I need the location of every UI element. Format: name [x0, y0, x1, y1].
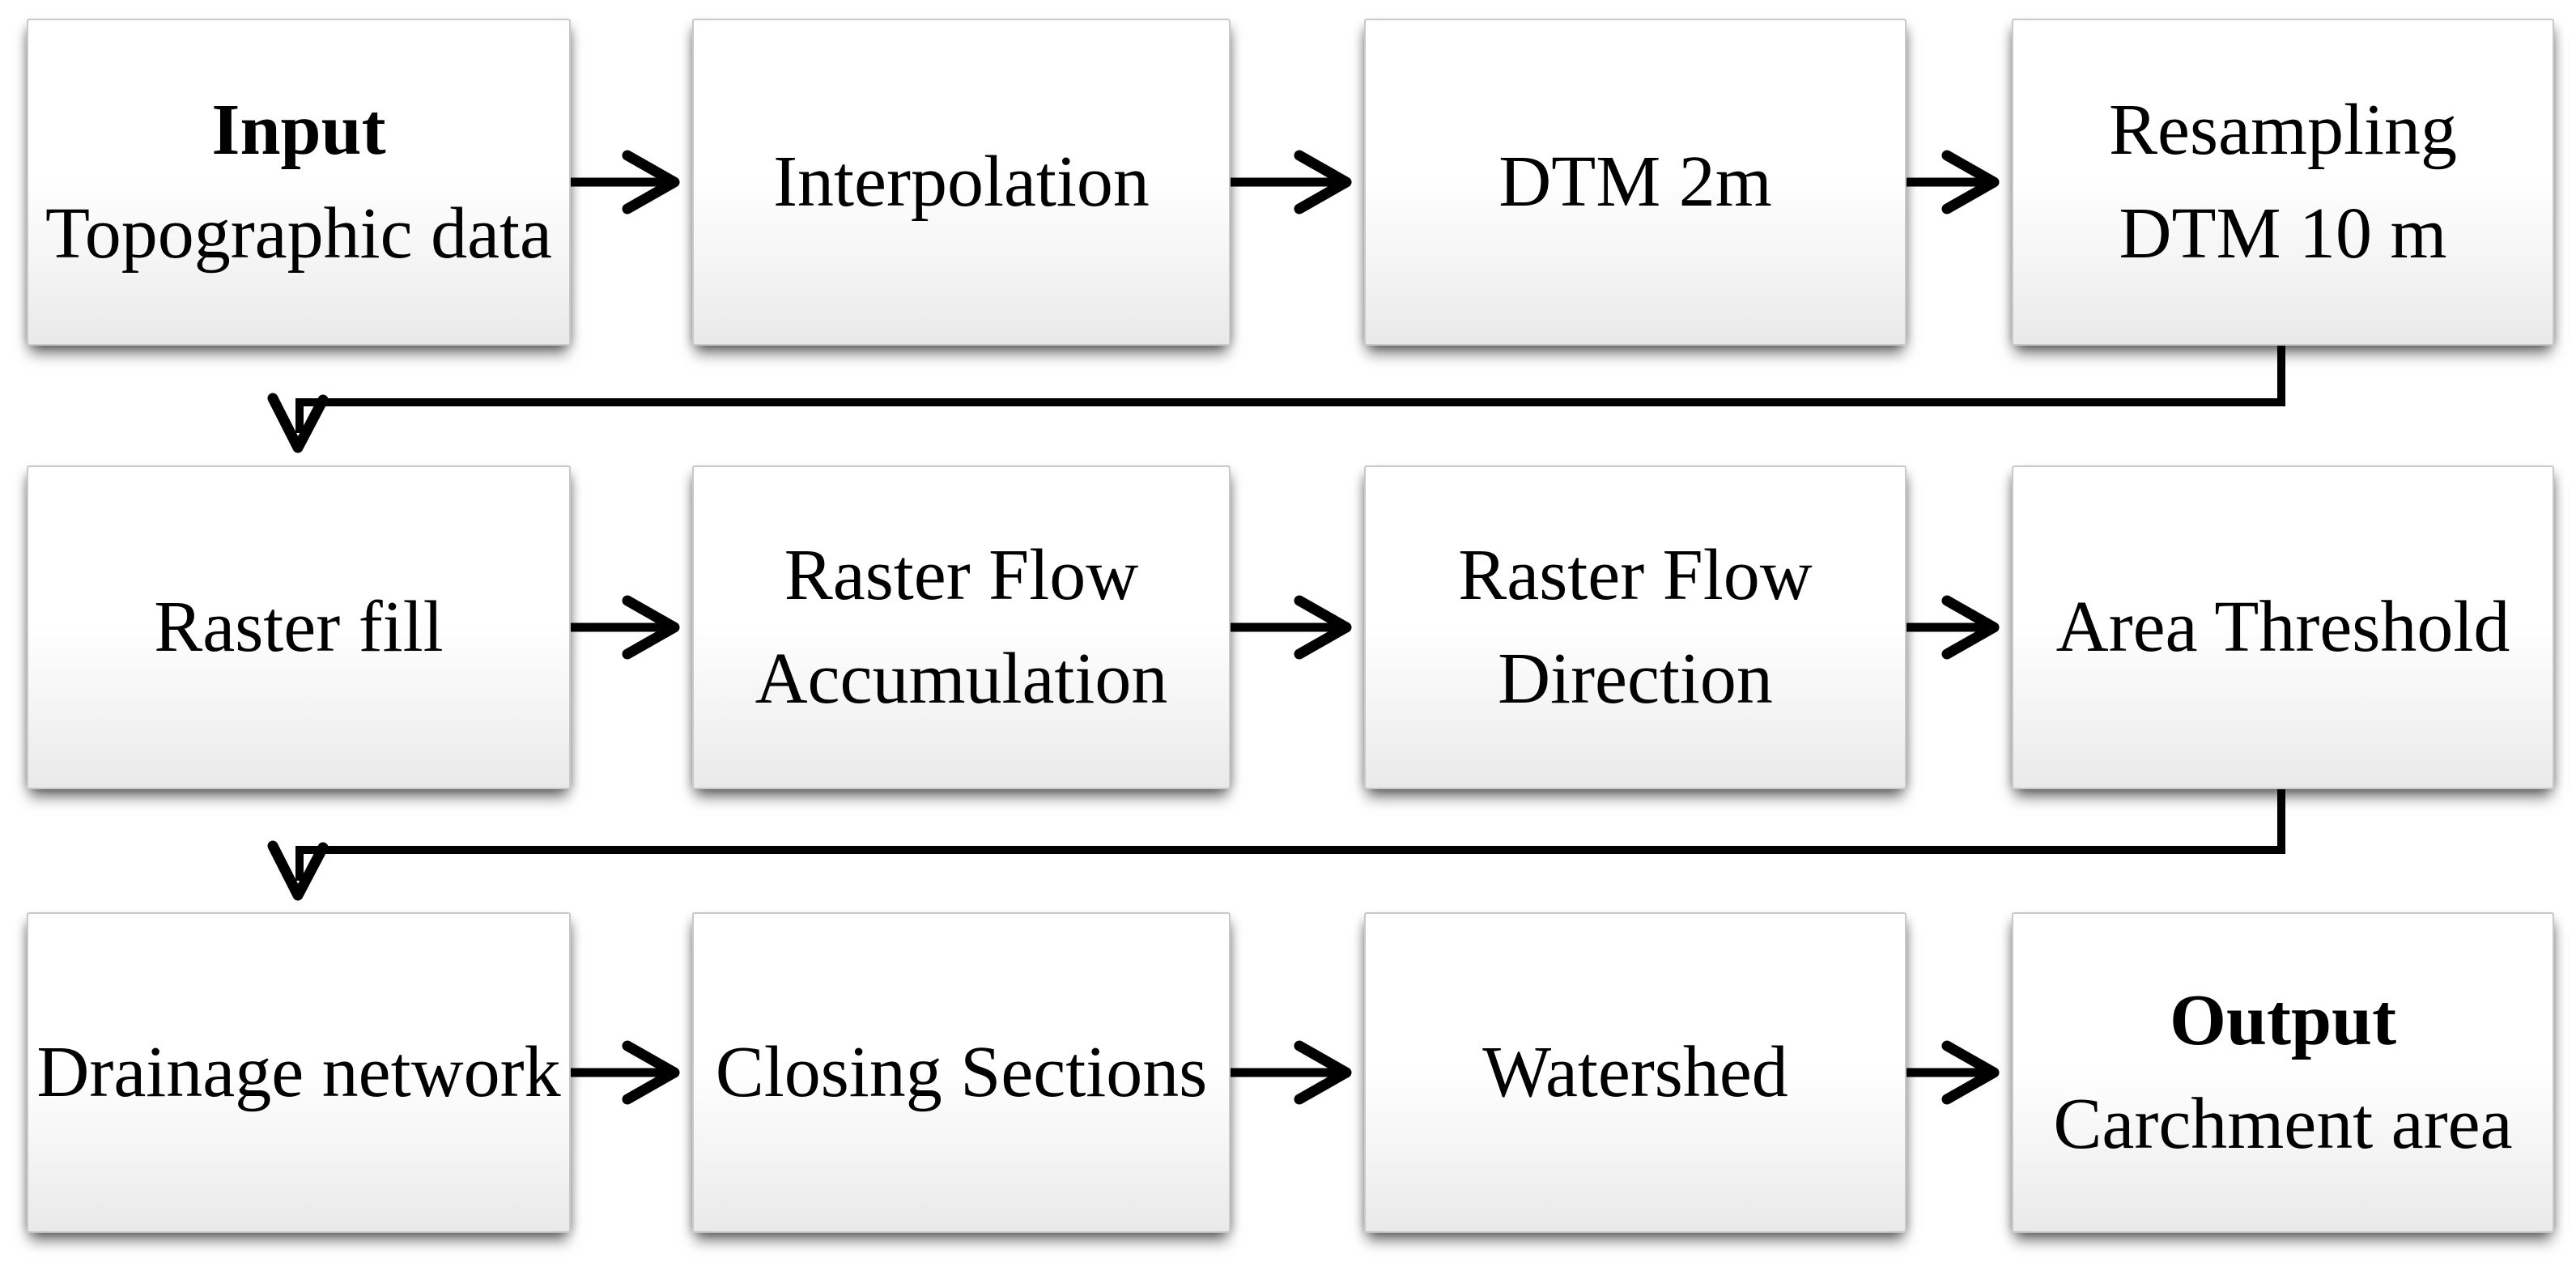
- node-dtm-2m: DTM 2m: [1364, 19, 1906, 346]
- node-output: Output Carchment area: [2012, 912, 2554, 1233]
- node-output-title: Output: [2169, 980, 2397, 1061]
- node-dtm-2m-label: DTM 2m: [1498, 142, 1772, 223]
- node-resampling-line2: DTM 10 m: [2119, 193, 2447, 274]
- node-area-threshold-label: Area Threshold: [2055, 587, 2510, 668]
- node-interpolation-label: Interpolation: [773, 142, 1150, 223]
- node-closing-sections-label: Closing Sections: [715, 1032, 1208, 1113]
- connector-area-threshold-to-drainage-network: [267, 789, 2285, 901]
- node-closing-sections: Closing Sections: [692, 912, 1231, 1233]
- node-area-threshold: Area Threshold: [2012, 465, 2554, 789]
- arrow-flow-direction-to-area-threshold: [1903, 595, 2000, 660]
- node-watershed-label: Watershed: [1482, 1032, 1788, 1113]
- node-interpolation: Interpolation: [692, 19, 1231, 346]
- arrow-raster-fill-to-flow-accumulation: [567, 595, 680, 660]
- node-raster-flow-direction-line2: Direction: [1498, 639, 1773, 719]
- arrow-dtm2m-to-resampling: [1903, 150, 2000, 215]
- arrow-flow-accumulation-to-flow-direction: [1227, 595, 1352, 660]
- node-watershed: Watershed: [1364, 912, 1906, 1233]
- node-resampling-line1: Resampling: [2109, 90, 2457, 171]
- node-drainage-network: Drainage network: [27, 912, 571, 1233]
- node-raster-flow-direction-line1: Raster Flow: [1458, 535, 1813, 616]
- node-raster-flow-accumulation-line2: Accumulation: [755, 639, 1168, 719]
- arrow-drainage-network-to-closing-sections: [567, 1040, 680, 1105]
- arrow-watershed-to-output: [1903, 1040, 2000, 1105]
- node-resampling: Resampling DTM 10 m: [2012, 19, 2554, 346]
- node-raster-flow-direction: Raster Flow Direction: [1364, 465, 1906, 789]
- node-raster-fill-label: Raster fill: [154, 587, 444, 668]
- node-input: Input Topographic data: [27, 19, 571, 346]
- arrow-closing-sections-to-watershed: [1227, 1040, 1352, 1105]
- arrow-interpolation-to-dtm2m: [1227, 150, 1352, 215]
- node-raster-flow-accumulation: Raster Flow Accumulation: [692, 465, 1231, 789]
- node-input-subtitle: Topographic data: [45, 193, 552, 274]
- connector-resampling-to-raster-fill: [267, 346, 2285, 453]
- arrow-input-to-interpolation: [567, 150, 680, 215]
- node-raster-flow-accumulation-line1: Raster Flow: [784, 535, 1139, 616]
- node-drainage-network-label: Drainage network: [36, 1032, 561, 1113]
- node-raster-fill: Raster fill: [27, 465, 571, 789]
- node-output-subtitle: Carchment area: [2053, 1084, 2513, 1164]
- node-input-title: Input: [211, 90, 386, 171]
